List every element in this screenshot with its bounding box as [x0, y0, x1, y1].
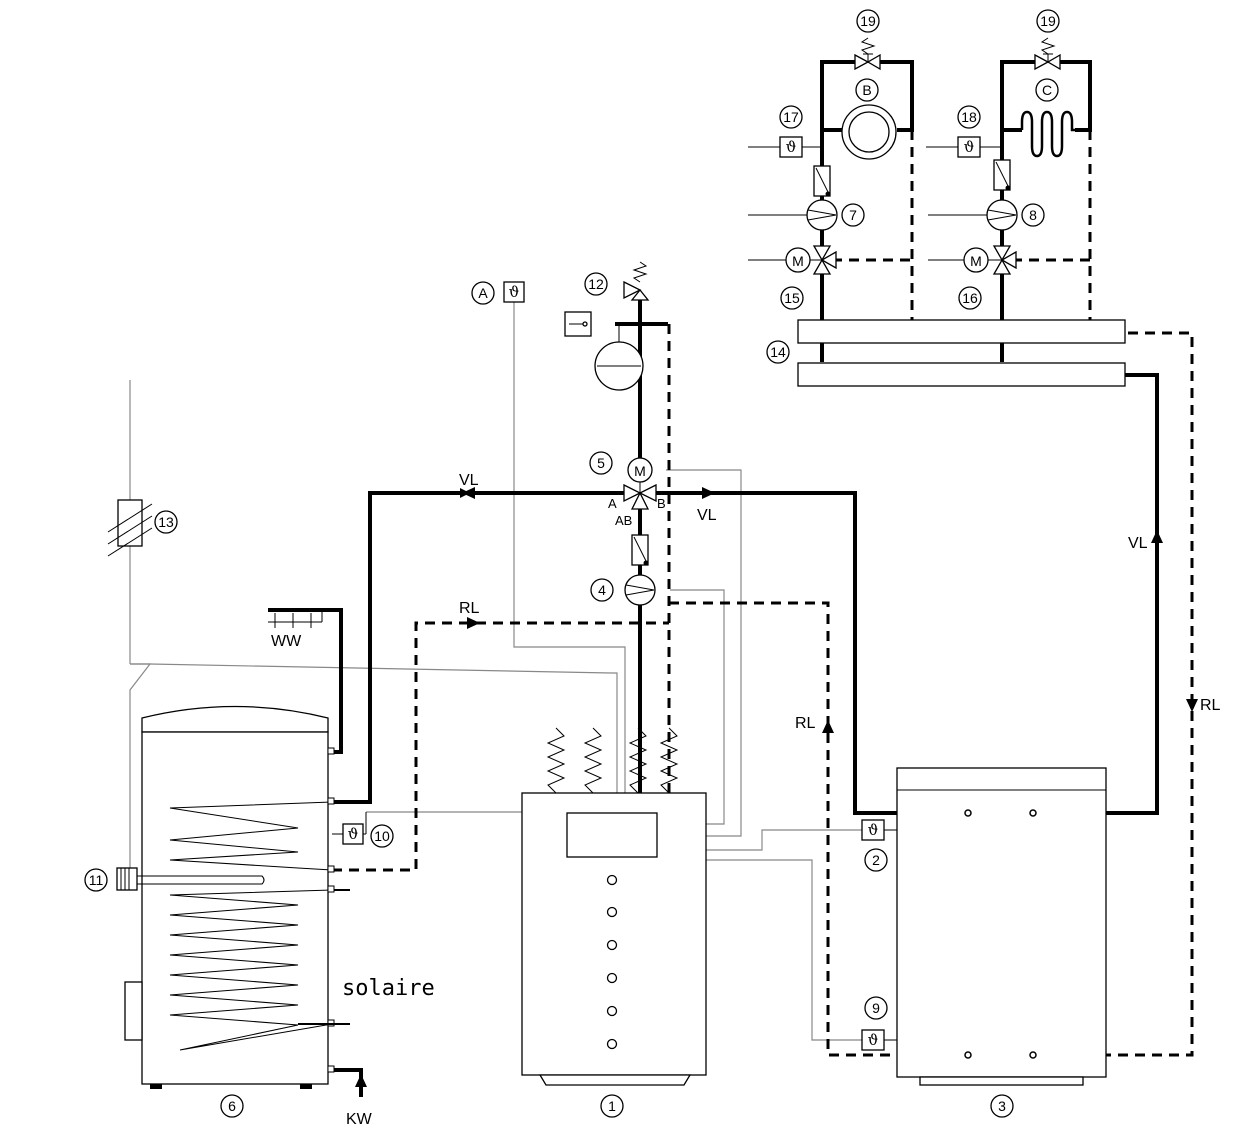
vl-label-riser: VL [1128, 535, 1148, 552]
vl-label-left: VL [459, 472, 479, 489]
label-heat-pump-number: 1 [608, 1098, 616, 1114]
sensor-a-symbol: ϑ [509, 283, 520, 301]
pump-4 [624, 534, 656, 606]
sensor-18-symbol: ϑ [964, 138, 975, 156]
label-number-11: 11 [89, 872, 104, 888]
circuit-c-motor-m: M [970, 253, 982, 269]
label-letter-c: C [1042, 82, 1052, 98]
label-number-4: 4 [598, 582, 606, 598]
circuit-b-motor-m: M [792, 253, 804, 269]
rl-label-buffer: RL [795, 715, 816, 732]
sensor-2-symbol: ϑ [868, 821, 879, 839]
label-buffer-number: 3 [998, 1098, 1006, 1114]
label-number-14: 14 [770, 344, 786, 360]
ww-label: WW [271, 633, 302, 650]
label-number-16: 16 [962, 290, 978, 306]
expansion-group [564, 261, 650, 391]
label-number-5: 5 [597, 455, 605, 471]
port-ab-label: AB [615, 513, 632, 528]
kw-label: KW [346, 1111, 373, 1128]
sensor-boxes [332, 281, 897, 1051]
label-number-7: 7 [849, 207, 857, 223]
label-number-15: 15 [784, 290, 800, 306]
label-number-8: 8 [1029, 207, 1037, 223]
label-number-19-b: 19 [860, 13, 876, 29]
label-number-13: 13 [158, 514, 174, 530]
label-number-12: 12 [588, 276, 604, 292]
vl-label-right: VL [697, 507, 717, 524]
label-number-9: 9 [872, 1000, 880, 1016]
storage-tank [116, 705, 350, 1089]
label-storage-number: 6 [228, 1098, 236, 1114]
number-circles [84, 9, 1060, 1118]
label-number-18: 18 [961, 109, 977, 125]
label-number-19-c: 19 [1040, 13, 1056, 29]
circuit-c [926, 37, 1075, 275]
circuit-b [748, 37, 897, 275]
hot-water-tap [268, 610, 323, 628]
signal-lines [129, 302, 862, 1041]
flow-arrows [355, 487, 1198, 1087]
solaire-label: solaire [342, 976, 435, 1001]
label-letter-a: A [478, 285, 488, 301]
manifolds [797, 319, 1126, 387]
port-b-label: B [657, 496, 666, 511]
heat-pump [521, 727, 707, 1086]
sensor-9-symbol: ϑ [868, 1031, 879, 1049]
valve-motor-m: M [634, 463, 646, 479]
rl-label-top: RL [459, 600, 480, 617]
label-number-10: 10 [374, 828, 390, 844]
label-letter-b: B [862, 82, 871, 98]
label-number-2: 2 [872, 852, 880, 868]
outdoor-sensor [107, 499, 153, 557]
label-number-17: 17 [783, 109, 799, 125]
rl-label-right: RL [1200, 697, 1221, 714]
buffer-tank [896, 767, 1107, 1086]
sensor-10-symbol: ϑ [348, 825, 359, 843]
three-way-valve [623, 457, 657, 510]
sensor-17-symbol: ϑ [786, 138, 797, 156]
port-a-label: A [608, 496, 617, 511]
